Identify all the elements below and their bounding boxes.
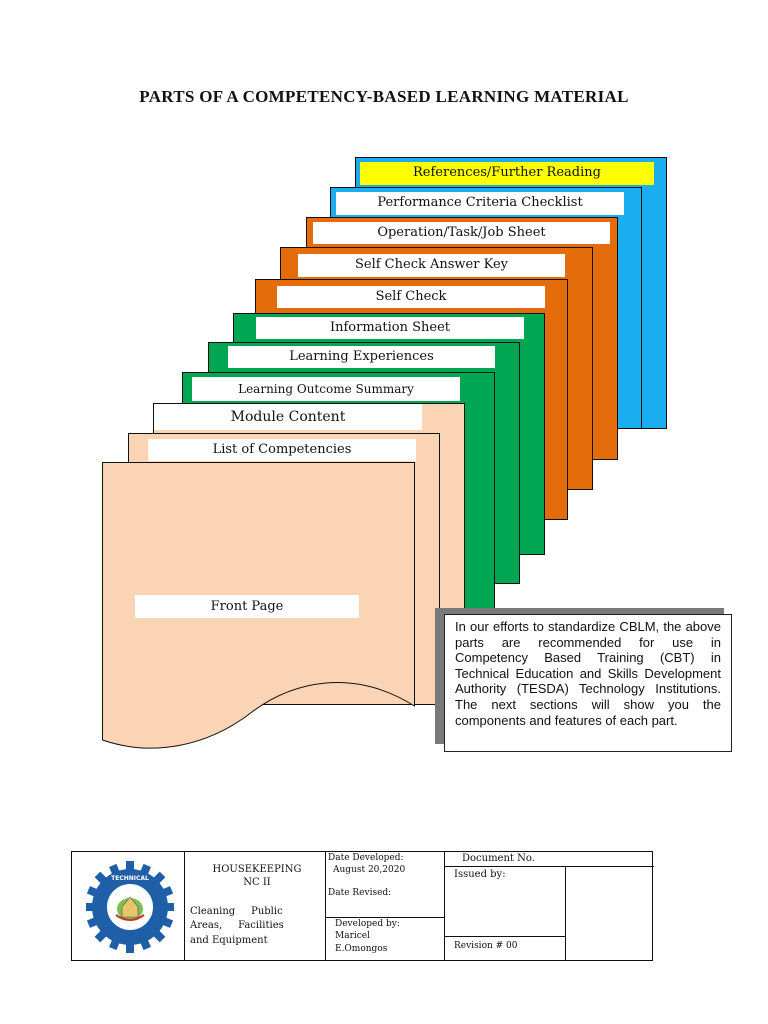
tab-self-check: Self Check — [277, 286, 545, 308]
date-developed-value: August 20,2020 — [333, 865, 406, 875]
module-title-line1: Cleaning Public — [190, 906, 283, 917]
tab-front-page: Front Page — [135, 595, 359, 618]
date-revised-label: Date Revised: — [328, 888, 392, 898]
tab-references: References/Further Reading — [360, 162, 654, 185]
qualification-level: NC II — [243, 877, 271, 888]
module-title-line2: Areas, Facilities — [190, 920, 284, 931]
developer-name-line2: E.Omongos — [335, 944, 388, 954]
qualification-title: HOUSEKEEPING — [212, 864, 302, 875]
issued-by-label: Issued by: — [454, 869, 506, 880]
page-title: PARTS OF A COMPETENCY-BASED LEARNING MAT… — [139, 87, 629, 106]
developer-name-line1: Maricel — [335, 931, 371, 941]
institute-logo: TECHNICAL — [86, 861, 174, 953]
note-text: In our efforts to standardize CBLM, the … — [444, 614, 732, 752]
document-no-label: Document No. — [462, 853, 535, 864]
revision-label: Revision # 00 — [454, 941, 518, 951]
tab-performance-criteria: Performance Criteria Checklist — [336, 192, 624, 215]
tab-self-check-answer-key: Self Check Answer Key — [298, 254, 565, 277]
footer-table: TECHNICAL HOUSEKEEPING NC II Cleaning Pu… — [71, 851, 654, 961]
tab-module-content: Module Content — [154, 404, 422, 430]
tab-operation-task: Operation/Task/Job Sheet — [313, 222, 610, 244]
tab-information: Information Sheet — [256, 317, 524, 339]
svg-text:TECHNICAL: TECHNICAL — [111, 875, 149, 882]
date-developed-label: Date Developed: — [328, 853, 404, 863]
tab-list-of-competencies: List of Competencies — [148, 439, 416, 461]
tab-learning-experiences: Learning Experiences — [228, 346, 495, 368]
tab-learning-outcome: Learning Outcome Summary — [192, 377, 460, 401]
developed-by-label: Developed by: — [335, 919, 400, 929]
module-title-line3: and Equipment — [190, 935, 268, 946]
